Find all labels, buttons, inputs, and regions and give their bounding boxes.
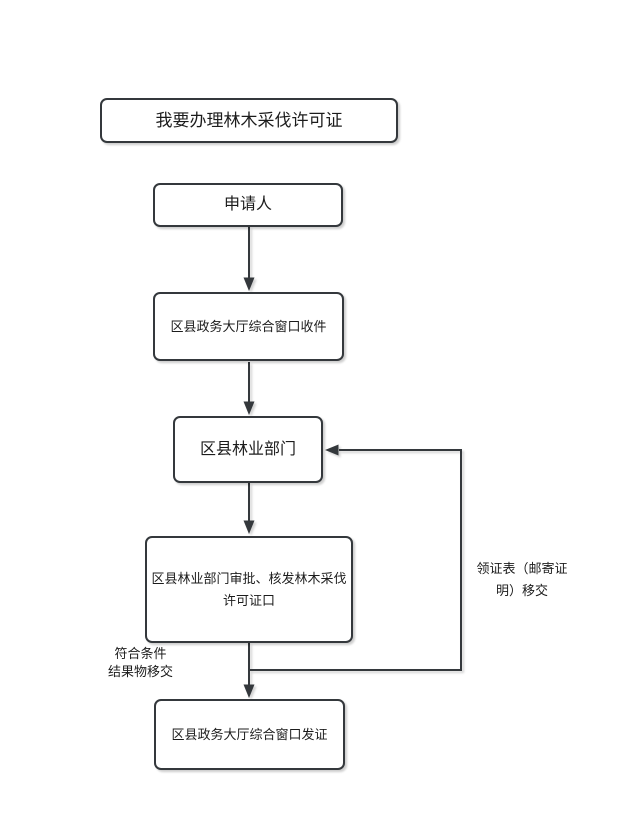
edge-label-certificate-line1: 领证表（邮寄证 xyxy=(476,561,568,576)
flow-node-start: 我要办理林木采伐许可证 xyxy=(100,98,398,143)
edge-applicant-to-receive xyxy=(243,227,255,291)
flow-node-forestry-dept-label: 区县林业部门 xyxy=(199,440,296,458)
edge-label-qualified-line1: 符合条件 xyxy=(114,646,167,661)
edge-forestry-to-approve xyxy=(243,483,255,534)
flow-node-approve-line1: 区县林业部门审批、核发林木采伐 xyxy=(151,570,347,586)
flow-node-window-issue-label: 区县政务大厅综合窗口发证 xyxy=(171,726,328,742)
edge-label-qualified-transfer: 符合条件 结果物移交 xyxy=(98,645,183,680)
edge-receive-to-forestry xyxy=(243,362,255,415)
flow-node-approve-issue-permit: 区县林业部门审批、核发林木采伐 许可证口 xyxy=(145,536,353,643)
flow-node-approve-line2: 许可证口 xyxy=(222,592,275,608)
edge-feedback-to-forestry xyxy=(249,444,462,671)
flow-node-window-issue: 区县政务大厅综合窗口发证 xyxy=(154,699,345,770)
edge-approve-to-issue xyxy=(243,643,255,698)
flow-node-window-receive: 区县政务大厅综合窗口收件 xyxy=(153,292,344,361)
flow-node-window-receive-label: 区县政务大厅综合窗口收件 xyxy=(170,318,327,334)
flow-node-forestry-dept: 区县林业部门 xyxy=(173,416,323,483)
flow-node-start-label: 我要办理林木采伐许可证 xyxy=(155,110,343,130)
flow-node-applicant-label: 申请人 xyxy=(223,196,272,213)
flow-node-applicant: 申请人 xyxy=(153,183,343,227)
edge-label-certificate-line2: 明）移交 xyxy=(495,583,548,598)
edge-label-certificate-transfer: 领证表（邮寄证 明）移交 xyxy=(465,558,579,602)
edge-label-qualified-line2: 结果物移交 xyxy=(107,663,173,679)
